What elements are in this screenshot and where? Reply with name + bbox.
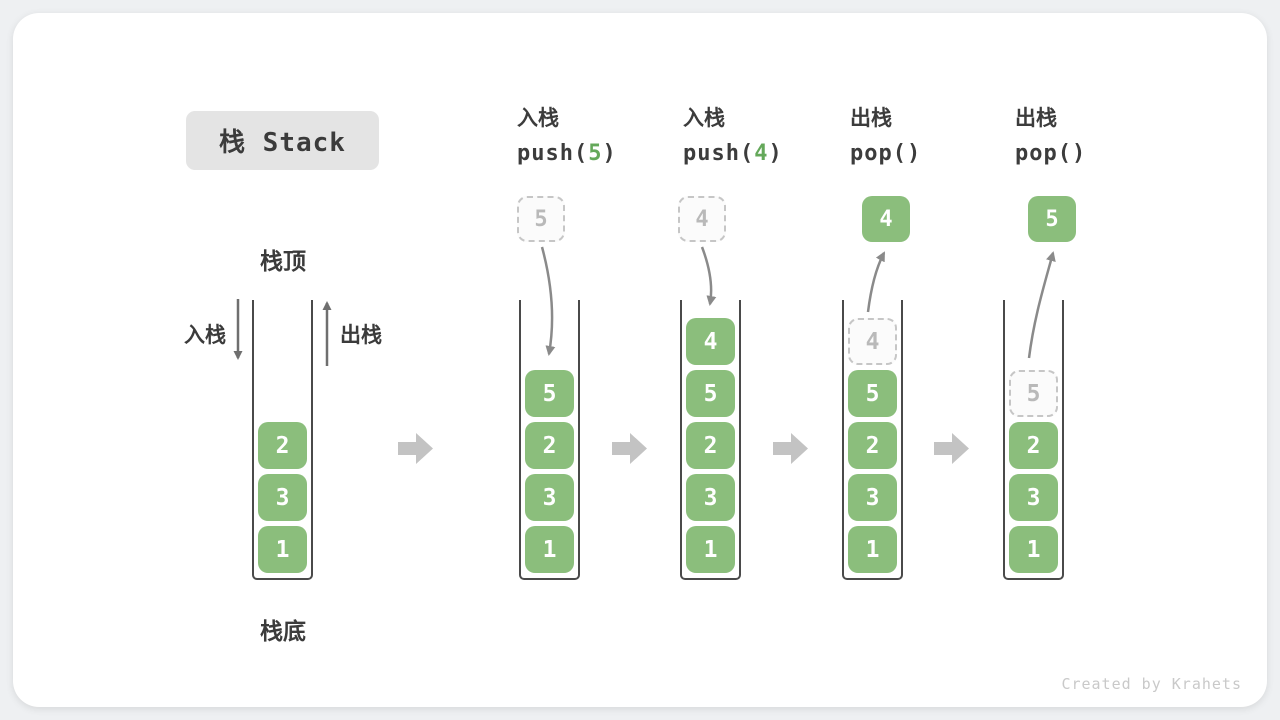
op-code-close: ) <box>768 141 783 166</box>
stack-item: 3 <box>848 474 897 521</box>
stack-item: 2 <box>1009 422 1058 469</box>
op-name: 入栈 <box>517 107 559 130</box>
op-code: push(5) <box>517 143 617 165</box>
floating-ghost-box-5: 5 <box>517 196 565 242</box>
op-name: 入栈 <box>683 107 725 130</box>
op-name: 出栈 <box>850 107 892 130</box>
stack-item: 3 <box>686 474 735 521</box>
stack-item: 2 <box>848 422 897 469</box>
block-arrow-icon <box>773 433 808 464</box>
stack-item: 5 <box>525 370 574 417</box>
op-label-pop-2: 出栈 pop() <box>1015 108 1086 165</box>
op-code-fn: pop( <box>850 141 907 166</box>
push-side-label: 入栈 <box>184 324 226 347</box>
popped-box-4: 4 <box>862 196 910 242</box>
stack-item: 3 <box>1009 474 1058 521</box>
pop-side-label: 出栈 <box>340 324 382 347</box>
stack-item: 1 <box>686 526 735 573</box>
stack-item: 3 <box>258 474 307 521</box>
block-arrow-icon <box>398 433 433 464</box>
op-code: pop() <box>1015 143 1086 165</box>
op-label-push-4: 入栈 push(4) <box>683 108 783 165</box>
block-arrow-icon <box>612 433 647 464</box>
stack-item: 1 <box>525 526 574 573</box>
stack-item: 1 <box>258 526 307 573</box>
stack-top-label: 栈顶 <box>260 248 306 274</box>
stack-item: 5 <box>686 370 735 417</box>
stack-container-2: 5 2 3 1 <box>519 300 580 580</box>
watermark: Created by Krahets <box>1061 675 1242 693</box>
stack-item: 1 <box>848 526 897 573</box>
op-code: pop() <box>850 143 921 165</box>
stack-item: 1 <box>1009 526 1058 573</box>
stack-container-4: 4 5 2 3 1 <box>842 300 903 580</box>
op-code-fn: push( <box>517 141 589 166</box>
stack-container-1: 2 3 1 <box>252 300 313 580</box>
block-arrow-icon <box>934 433 969 464</box>
stack-item: 3 <box>525 474 574 521</box>
stack-item: 2 <box>686 422 735 469</box>
stack-item: 2 <box>258 422 307 469</box>
stack-item: 4 <box>686 318 735 365</box>
op-code-arg: 5 <box>588 141 603 166</box>
stack-container-5: 5 2 3 1 <box>1003 300 1064 580</box>
popped-box-5: 5 <box>1028 196 1076 242</box>
op-code-arg: 4 <box>754 141 769 166</box>
op-code-close: ) <box>1071 141 1087 166</box>
op-code-close: ) <box>906 141 922 166</box>
op-name: 出栈 <box>1015 107 1057 130</box>
op-code-fn: pop( <box>1015 141 1072 166</box>
stack-bottom-label: 栈底 <box>260 618 306 644</box>
stack-item: 2 <box>525 422 574 469</box>
title-badge: 栈 Stack <box>186 111 379 170</box>
stack-container-3: 4 5 2 3 1 <box>680 300 741 580</box>
op-code-close: ) <box>602 141 617 166</box>
op-label-pop-1: 出栈 pop() <box>850 108 921 165</box>
stack-item: 5 <box>848 370 897 417</box>
floating-ghost-box-4: 4 <box>678 196 726 242</box>
stack-item-ghost: 4 <box>848 318 897 365</box>
op-code: push(4) <box>683 143 783 165</box>
op-code-fn: push( <box>683 141 755 166</box>
op-label-push-5: 入栈 push(5) <box>517 108 617 165</box>
stack-item-ghost: 5 <box>1009 370 1058 417</box>
